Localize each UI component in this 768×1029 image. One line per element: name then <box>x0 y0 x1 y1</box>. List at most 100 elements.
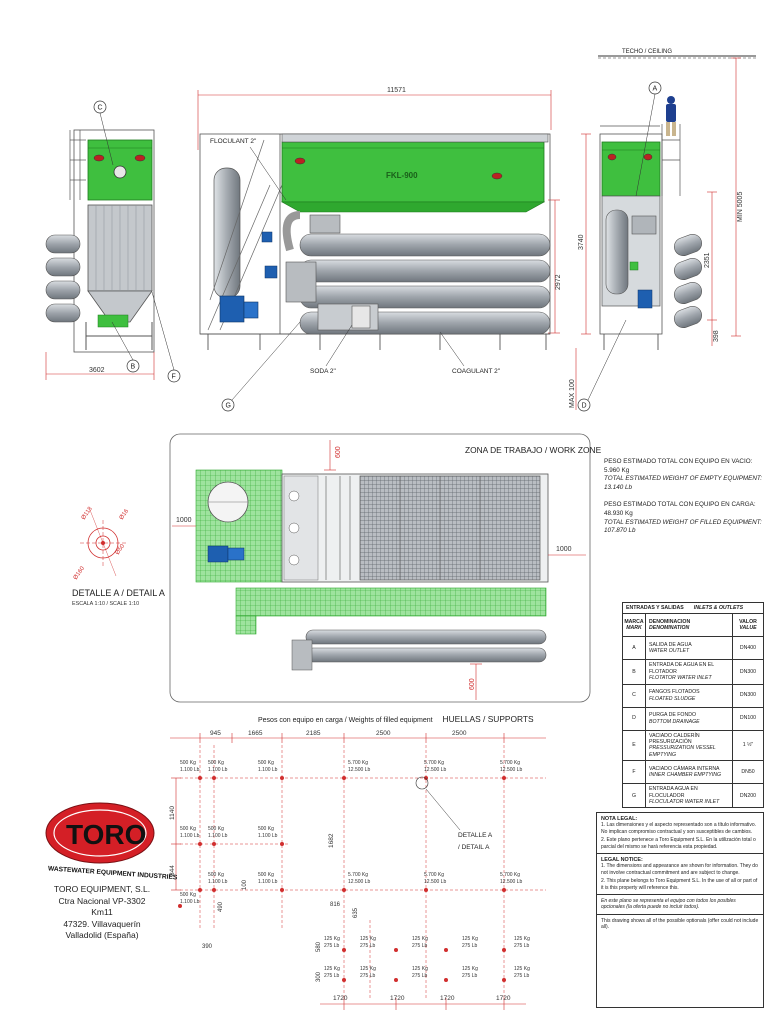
operator-figure <box>666 96 676 136</box>
company-address-1: Ctra Nacional VP-3302 Km11 <box>58 895 146 918</box>
logo-tagline: WASTEWATER EQUIPMENT INDUSTRIES <box>48 865 178 881</box>
work-zone-title: ZONA DE TRABAJO / WORK ZONE <box>465 445 602 455</box>
weight-filled-en: TOTAL ESTIMATED WEIGHT OF FILLED EQUIPME… <box>604 518 762 535</box>
col-name-es: DENOMINACION <box>649 619 691 625</box>
detail-a-scale: ESCALA 1:10 / SCALE 1:10 <box>72 601 140 607</box>
supports-heading: Pesos con equipo en carga / Weights of f… <box>258 714 534 724</box>
callout-f: F <box>172 374 176 381</box>
support-label-lb: 1.100 Lb <box>258 767 278 773</box>
legal-p2-es: 2. Este plano pertenece a Toro Equipment… <box>601 837 756 850</box>
row-value: DN300 <box>739 668 757 675</box>
foot-label-lb: 275 Lb <box>324 973 340 979</box>
row-name-es: VACIADO CÁMARA INTERNA <box>649 765 720 772</box>
callout-d: D <box>582 403 587 410</box>
row-name-es: SALIDA DE AGUA <box>649 642 692 648</box>
support-label-lb: 12.500 Lb <box>348 767 370 773</box>
foot-label-kg: 125 Kg <box>324 966 340 972</box>
foot-label-lb: 275 Lb <box>412 973 428 979</box>
company-name: TORO EQUIPMENT, S.L. <box>53 884 151 894</box>
foot-label-kg: 125 Kg <box>412 966 428 972</box>
row-mark: B <box>623 660 646 684</box>
row-mark: D <box>623 707 646 730</box>
foot-label-kg: 125 Kg <box>462 936 478 942</box>
legal-title-en: LEGAL NOTICE: <box>601 857 643 864</box>
col-value-es: VALOR <box>739 619 757 625</box>
row-name-es: PURGA DE FONDO <box>649 712 696 719</box>
foot-label-kg: 125 Kg <box>360 966 376 972</box>
foot-label-lb: 275 Lb <box>514 973 530 979</box>
support-label-kg: 500 Kg <box>258 760 274 766</box>
table-title: ENTRADAS Y SALIDAS INLETS & OUTLETS <box>623 603 763 615</box>
support-label-kg: 500 Kg <box>208 872 224 878</box>
row-mark: G <box>623 784 646 808</box>
support-label-kg: 500 Kg <box>258 826 274 832</box>
plan-dim-left: 1000 <box>176 517 192 524</box>
legal-optionals-en: This drawing shows all of the possible o… <box>601 917 759 931</box>
detail-ref-2: / DETAIL A <box>458 844 490 851</box>
support-label-lb: 1.100 Lb <box>180 767 200 773</box>
supports-weights-title: Pesos con equipo en carga / Weights of f… <box>258 717 433 724</box>
support-label-kg: 500 Kg <box>258 872 274 878</box>
bottom-dim-1: 1720 <box>333 995 348 1002</box>
support-inner-dim-390: 390 <box>202 944 213 950</box>
row-value: DN400 <box>739 645 757 652</box>
support-label-lb: 1.100 Lb <box>180 899 200 905</box>
foot-label-kg: 125 Kg <box>462 966 478 972</box>
row-name-en: INNER CHAMBER EMPTYING <box>649 772 722 779</box>
foot-label-lb: 275 Lb <box>514 943 530 949</box>
detail-dim-2: Ø50 <box>115 543 127 556</box>
col-value-en: VALUE <box>739 625 757 632</box>
supports-title: HUELLAS / SUPPORTS <box>442 714 534 724</box>
row-name-es: ENTRADA AGUA EN FLOCULADOR <box>649 786 698 799</box>
foot-label-kg: 125 Kg <box>412 936 428 942</box>
col-name-en: DENOMINATION <box>649 625 690 632</box>
ceiling-label: TECHO / CEILING <box>622 49 672 55</box>
row-value: DN50 <box>741 769 755 776</box>
foot-label-lb: 275 Lb <box>360 973 376 979</box>
foot-label-lb: 275 Lb <box>324 943 340 949</box>
end-dim-min: MIN 5005 <box>737 192 744 222</box>
row-value: DN100 <box>739 715 757 722</box>
weight-filled-es: PESO ESTIMADO TOTAL CON EQUIPO EN CARGA:… <box>604 501 756 517</box>
support-label-lb: 1.100 Lb <box>208 833 228 839</box>
foot-label-lb: 275 Lb <box>462 973 478 979</box>
legal-p1-es: 1. Las dimensiones y el aspecto represen… <box>601 822 757 835</box>
support-top-dim-3: 2185 <box>306 730 321 737</box>
side-width-dim: 3602 <box>89 367 105 374</box>
plan-view: 600 600 1000 1000 <box>169 433 591 703</box>
callout-c: C <box>98 105 103 112</box>
row-name-es: ENTRADA DE AGUA EN EL FLOTADOR <box>649 662 714 675</box>
ceiling-line: TECHO / CEILING <box>598 49 756 59</box>
support-label-lb: 12.500 Lb <box>500 879 522 885</box>
support-label-lb: 12.500 Lb <box>500 767 522 773</box>
support-label-lb: 1.100 Lb <box>258 879 278 885</box>
front-view: 11571 2972 FKL-900 <box>197 87 562 412</box>
weight-empty-en: TOTAL ESTIMATED WEIGHT OF EMPTY EQUIPMEN… <box>604 475 763 491</box>
col-mark-en: MARK <box>626 625 642 632</box>
legal-p1-en: 1. The dimensions and appearance are sho… <box>601 863 758 876</box>
support-top-dim-1: 945 <box>210 730 221 737</box>
support-label-kg: 5.700 Kg <box>348 760 368 766</box>
weights-block: PESO ESTIMADO TOTAL CON EQUIPO EN VACIO:… <box>604 458 764 536</box>
plan-dim-bottom: 600 <box>469 678 476 690</box>
foot-label-kg: 125 Kg <box>514 966 530 972</box>
row-mark: F <box>623 761 646 784</box>
row-mark: A <box>623 637 646 660</box>
logo-brand: TORO <box>66 819 146 850</box>
support-inner-dim-2: 635 <box>353 907 359 918</box>
row-name-en: FLOCULATOR WATER INLET <box>649 799 720 806</box>
row-mark: C <box>623 684 646 707</box>
bottom-dim-2: 1720 <box>390 995 405 1002</box>
bottom-dim-4: 1720 <box>496 995 511 1002</box>
support-top-dim-2: 1665 <box>248 730 263 737</box>
col-mark-es: MARCA <box>624 619 644 625</box>
support-label-kg: 5.700 Kg <box>424 760 444 766</box>
plan-dim-top: 600 <box>335 446 342 458</box>
tank-nameplate: FKL-900 <box>386 171 418 180</box>
foot-label-lb: 275 Lb <box>360 943 376 949</box>
callout-b: B <box>131 364 136 371</box>
end-dim-3740: 3740 <box>578 234 585 250</box>
